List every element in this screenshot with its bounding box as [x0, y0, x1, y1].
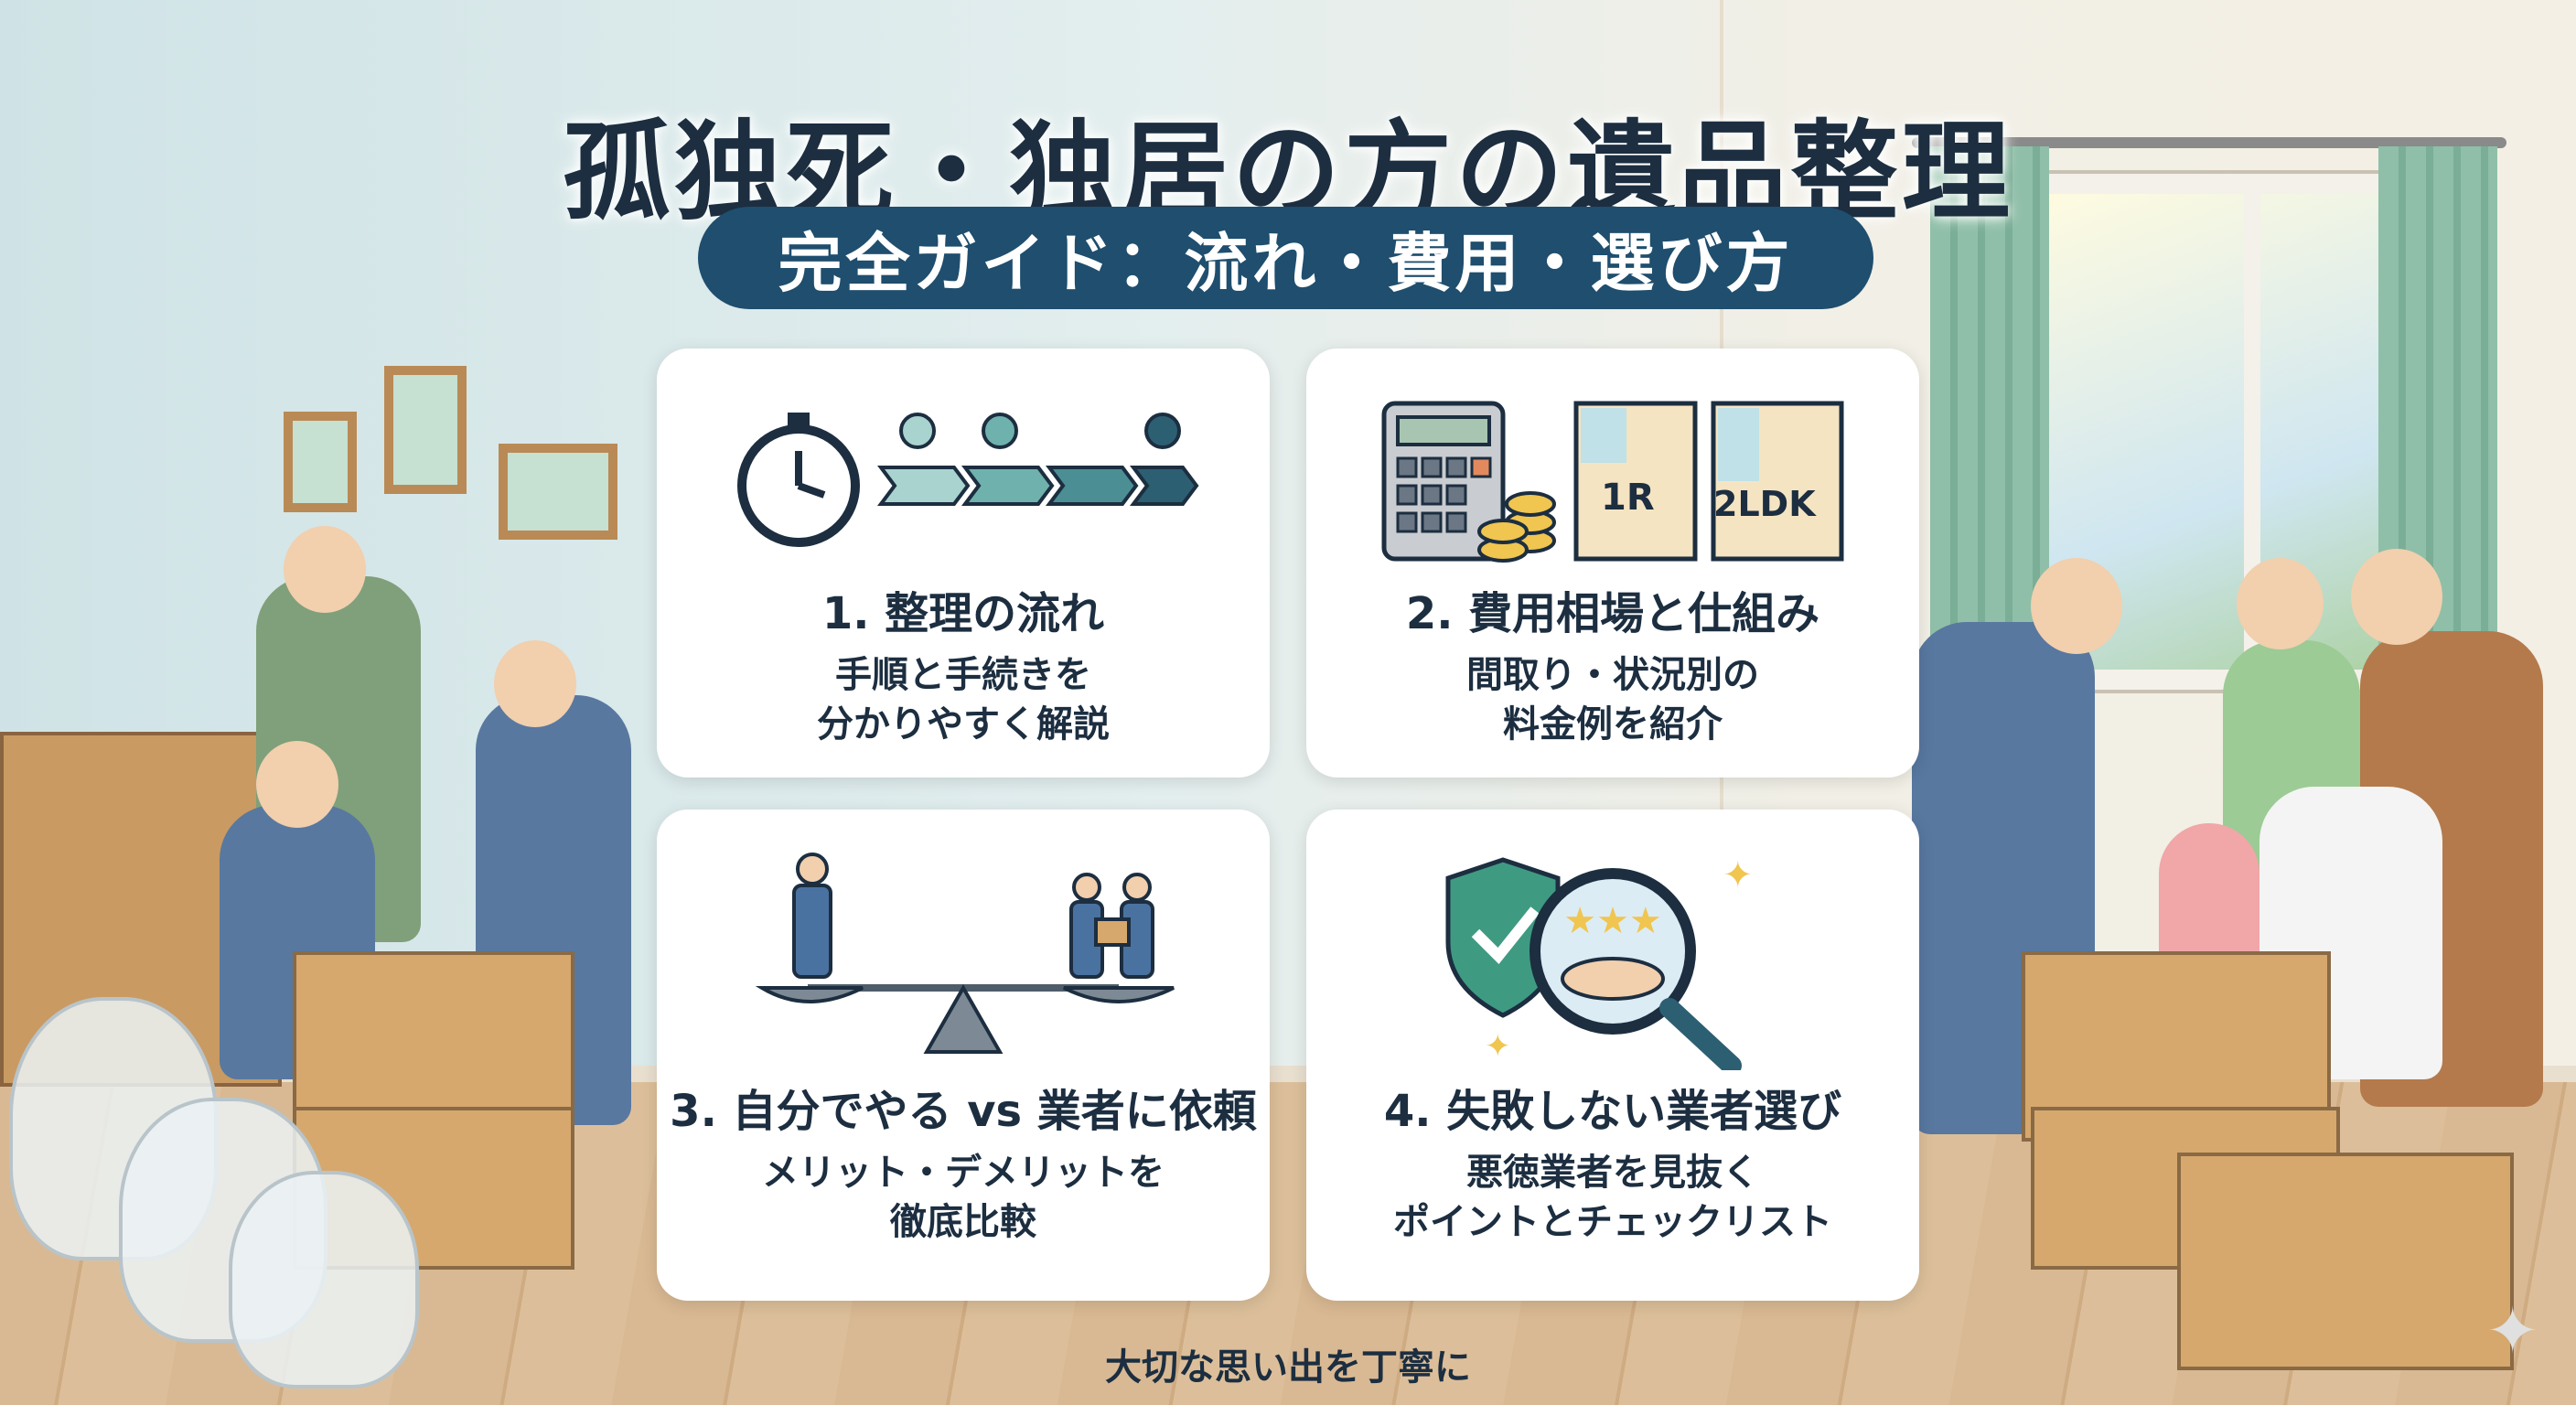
curtain-rod [1912, 137, 2506, 148]
person-head [284, 526, 366, 613]
card-choose-provider[interactable]: ★★★ ✦ ✦ 4. 失敗しない業者選び 悪徳業者を見抜く ポイントとチェックリ… [1306, 810, 1919, 1301]
card-description: 手順と手続きを 分かりやすく解説 [817, 654, 1110, 745]
picture-frame [284, 412, 357, 512]
cardboard-box [293, 951, 574, 1132]
card-description: メリット・デメリットを 徹底比較 [762, 1152, 1165, 1243]
shield-magnifier-icon: ★★★ ✦ ✦ [1306, 837, 1919, 1075]
svg-text:★★★: ★★★ [1563, 900, 1662, 942]
subtitle-banner: 完全ガイド：流れ・費用・選び方 [698, 207, 1873, 309]
card-flow[interactable]: 1. 整理の流れ 手順と手続きを 分かりやすく解説 [657, 349, 1270, 778]
card-cost[interactable]: 1R 2LDK 2. 費用相場と仕組み 間取り・状況別の 料金例を紹介 [1306, 349, 1919, 778]
card-diy-vs-pro[interactable]: 3. 自分でやる vs 業者に依頼 メリット・デメリットを 徹底比較 [657, 810, 1270, 1301]
card-description: 悪徳業者を見抜く ポイントとチェックリスト [1393, 1152, 1832, 1243]
stopwatch-timeline-icon [657, 376, 1270, 577]
cardboard-box [2177, 1153, 2514, 1370]
trash-bag [229, 1171, 419, 1389]
person-child [2159, 823, 2259, 970]
card-heading: 3. 自分でやる vs 業者に依頼 [670, 1086, 1257, 1137]
card-description: 間取り・状況別の 料金例を紹介 [1466, 654, 1759, 745]
footer-tagline: 大切な思い出を丁寧に [1105, 1346, 1471, 1389]
person-head [2031, 558, 2122, 654]
person-head [256, 741, 338, 828]
svg-text:✦: ✦ [1485, 1028, 1511, 1065]
person-head [2351, 549, 2442, 645]
picture-frame [499, 444, 617, 540]
calculator-floorplan-icon [1306, 376, 1919, 577]
card-heading: 2. 費用相場と仕組み [1405, 588, 1820, 639]
card-heading: 4. 失敗しない業者選び [1383, 1086, 1842, 1137]
floorplan-label-1r: 1R [1601, 477, 1655, 519]
person-head [494, 640, 576, 727]
sparkle-icon: ✦ [2485, 1293, 2539, 1368]
balance-scale-icon [657, 837, 1270, 1075]
svg-text:✦: ✦ [1723, 854, 1754, 896]
picture-frame [384, 366, 467, 494]
floorplan-label-2ldk: 2LDK [1713, 484, 1816, 524]
card-heading: 1. 整理の流れ [821, 588, 1105, 639]
person-head [2237, 558, 2324, 649]
